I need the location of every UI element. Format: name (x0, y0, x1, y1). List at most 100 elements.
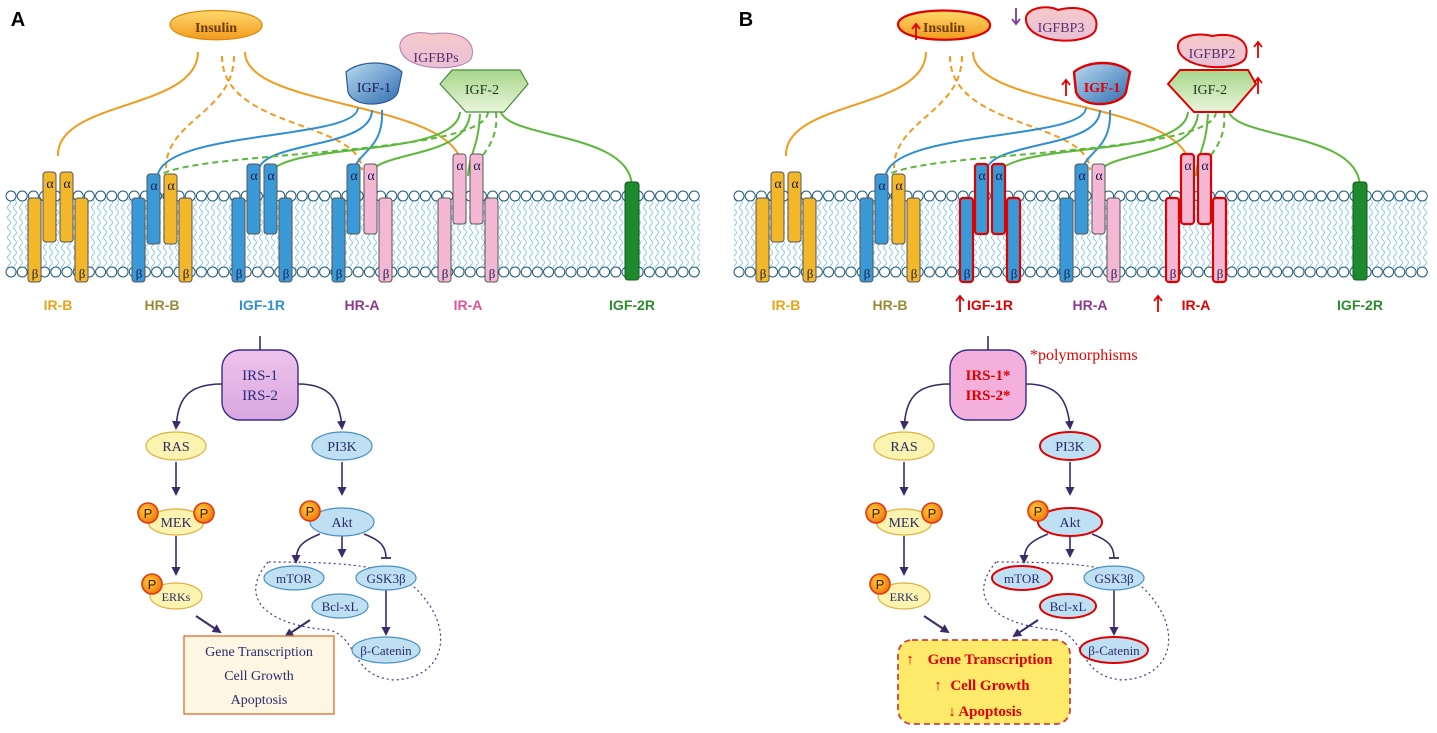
alpha-label: α (1184, 159, 1192, 174)
beta-label: β (964, 266, 971, 281)
alpha-label: α (63, 177, 71, 192)
akt-phospho (299, 500, 321, 522)
igf2-to-ir-a-dashed (470, 111, 498, 181)
mtor-node (991, 565, 1053, 591)
mek-phospho-left (137, 502, 159, 524)
insulin-to-hr-b-dashed (893, 55, 963, 169)
erks-to-output-arrow (923, 615, 950, 634)
irs-node (949, 349, 1027, 421)
catenin-node (1079, 636, 1149, 664)
output-box (183, 635, 335, 715)
igf1-to-igf1r-line (985, 109, 1101, 173)
igf2-label: IGF-2 (1193, 83, 1227, 98)
alpha-subunit-right (787, 171, 802, 243)
beta-label: β (489, 266, 496, 281)
igfbp3-protein (1024, 6, 1098, 42)
panel-letter: B (739, 9, 753, 31)
beta-label: β (1217, 266, 1224, 281)
alpha-label: α (878, 179, 886, 194)
beta-subunit-right (74, 197, 89, 283)
regulation-arrow-up (955, 294, 965, 312)
alpha-label: α (367, 169, 375, 184)
beta-label: β (336, 266, 343, 281)
beta-label: β (79, 266, 86, 281)
beta-label: β (442, 266, 449, 281)
receptor-igf2r (1352, 181, 1368, 281)
akt-to-mtor-arrow (1019, 533, 1049, 564)
igf2-to-igf2r-line (499, 107, 633, 187)
akt-phospho-label: P (1034, 504, 1043, 519)
irs-to-pi3k-arrow (1025, 383, 1074, 430)
pi3k-label: PI3K (1055, 440, 1085, 455)
akt-label: Akt (332, 516, 353, 531)
alpha-subunit-left (246, 163, 261, 235)
insulin-to-ir-a-line (244, 51, 463, 169)
mtor-label: mTOR (276, 571, 312, 586)
alpha-subunit-right (263, 163, 278, 235)
erks-node (877, 582, 931, 610)
beta-subunit-right (378, 197, 393, 283)
irs-to-ras-arrow (172, 383, 223, 430)
alpha-label: α (1078, 169, 1086, 184)
receptor-label-hr-b: HR-B (145, 297, 180, 313)
mek-phospho-left-label: P (144, 506, 153, 521)
alpha-label: α (167, 179, 175, 194)
beta-label: β (1111, 266, 1118, 281)
alpha-label: α (250, 169, 258, 184)
beta-subunit-right (178, 197, 193, 283)
erks-to-output-arrow (195, 615, 222, 634)
beta-subunit-left (958, 196, 975, 284)
alpha-subunit-right (990, 162, 1007, 236)
mtor-node (263, 565, 325, 591)
beta-subunit-left (859, 197, 874, 283)
ras-node (873, 431, 935, 461)
regulation-arrow-up (911, 22, 921, 40)
igf2-to-hr-b-dashed (155, 111, 489, 181)
erks-label: ERKs (890, 590, 919, 604)
beta-label: β (1064, 266, 1071, 281)
igf1-to-igf1r-line (257, 109, 373, 173)
beta-subunit-left (437, 197, 452, 283)
beta-subunit-right (1005, 196, 1022, 284)
alpha-subunit-right (1196, 152, 1213, 226)
beta-label: β (383, 266, 390, 281)
irs-node (221, 349, 299, 421)
beta-subunit-left (331, 197, 346, 283)
insulin-to-hr-a-dashed (221, 55, 363, 171)
akt-inhibits-gsk-arrow (363, 533, 392, 559)
alpha-subunit-right (469, 153, 484, 225)
igf1-to-hr-b-line (885, 107, 1087, 175)
mek-phospho-left-label: P (872, 506, 881, 521)
irs2-label: IRS-2* (965, 388, 1010, 404)
erks-label: ERKs (162, 590, 191, 604)
mek-phospho-right-label: P (928, 506, 937, 521)
regulation-arrow-up (1153, 294, 1163, 312)
beta-label: β (911, 266, 918, 281)
igf1-to-hr-b-line (157, 107, 359, 175)
alpha-subunit-right (59, 171, 74, 243)
alpha-subunit-right (1091, 163, 1106, 235)
bclxl-label: Bcl-xL (1050, 599, 1087, 614)
alpha-label: α (774, 177, 782, 192)
beta-label: β (283, 266, 290, 281)
alpha-label: α (995, 169, 1003, 184)
alpha-subunit-right (891, 173, 906, 245)
panel-letter: A (11, 9, 25, 31)
cell-growth-up-arrow: ↑ (934, 678, 942, 694)
alpha-subunit-left (874, 173, 889, 245)
akt-phospho-label: P (306, 504, 315, 519)
ligand-binding-lines (784, 51, 1361, 187)
beta-subunit-left (755, 197, 770, 283)
beta-label: β (136, 266, 143, 281)
receptor-label-ir-a: IR-A (1182, 297, 1211, 313)
gsk3b-node (355, 565, 417, 591)
mek-phospho-right-label: P (200, 506, 209, 521)
gsk3b-label: GSK3β (1094, 571, 1134, 586)
